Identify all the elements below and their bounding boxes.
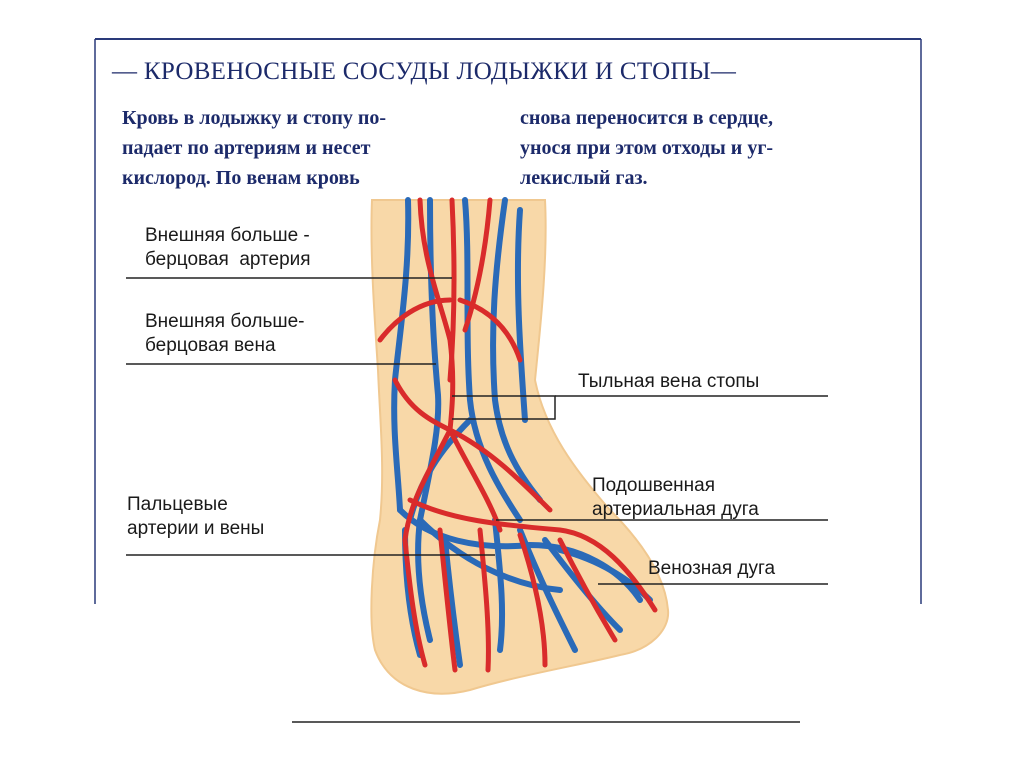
label-plantar-arterial-arch: Подошвенная артериальная дуга: [592, 475, 759, 520]
label-venous-arch: Венозная дуга: [648, 558, 776, 579]
label-external-tibial-artery: Внешняя больше - берцовая артерия: [145, 225, 311, 270]
leader-lines: [126, 277, 828, 723]
arteries: [377, 197, 658, 673]
page-frame: [94, 38, 922, 604]
veins: [391, 197, 653, 668]
intro-text-left: Кровь в лодыжку и стопу по- падает по ар…: [122, 107, 387, 189]
intro-text-right: снова переносится в сердце, унося при эт…: [520, 107, 774, 189]
label-external-tibial-vein: Внешняя больше- берцовая вена: [145, 311, 305, 356]
label-digital-arteries-veins: Пальцевые артерии и вены: [127, 494, 265, 539]
diagram-title: — КРОВЕНОСНЫЕ СОСУДЫ ЛОДЫЖКИ И СТОПЫ—: [112, 58, 737, 85]
label-dorsal-foot-vein: Тыльная вена стопы: [578, 371, 760, 392]
